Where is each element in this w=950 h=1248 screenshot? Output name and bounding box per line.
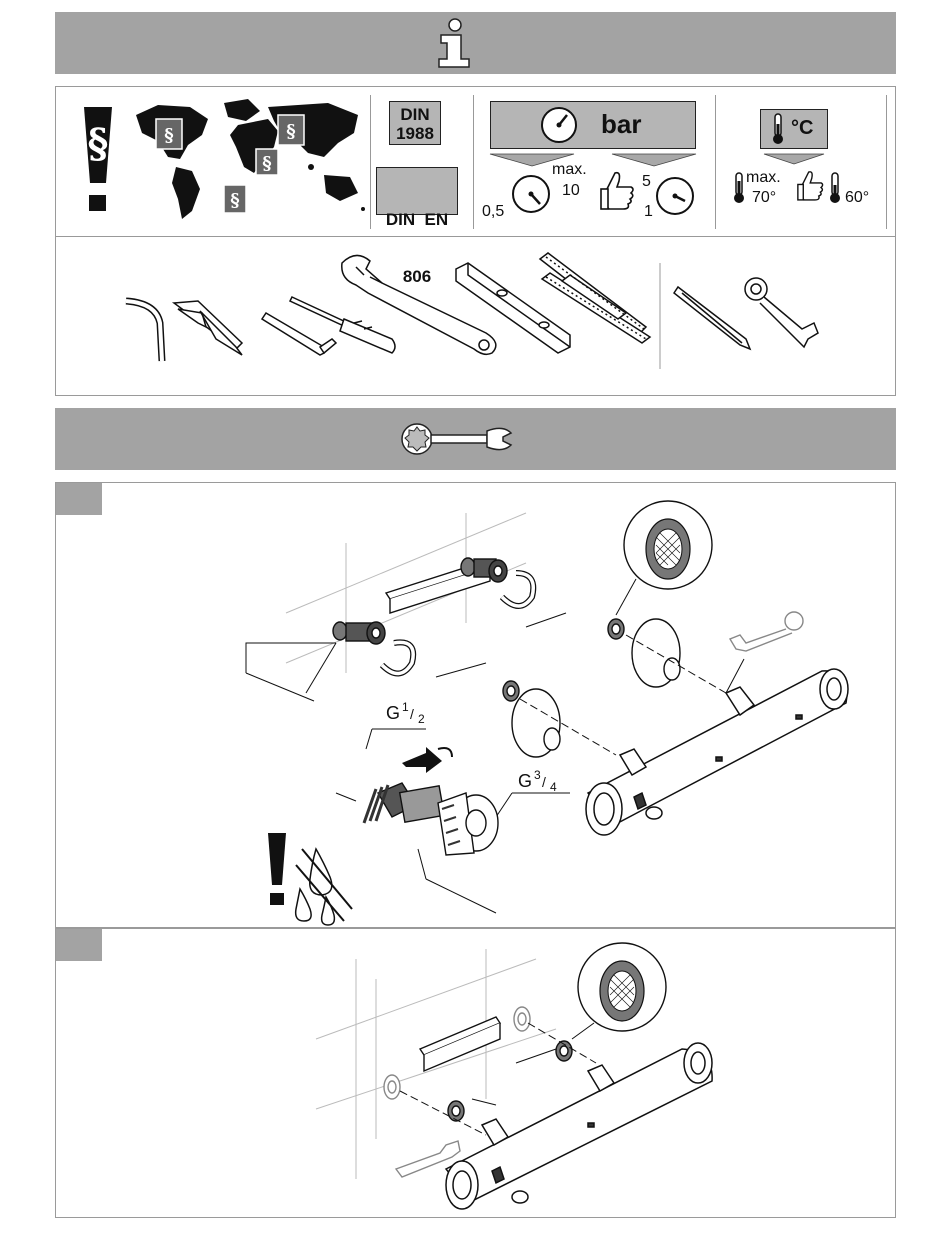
- din-1988-line1: DIN: [390, 105, 440, 124]
- din-en-806-badge: DIN EN 806: [376, 167, 458, 215]
- spirit-level-icon: [420, 1017, 500, 1071]
- pressure-min-value: 0,5: [482, 203, 504, 221]
- direction-arrow-icon: [402, 747, 442, 773]
- pressure-max-label: max.: [552, 161, 587, 179]
- pressure-header: bar: [490, 101, 696, 149]
- install-header-bar: [55, 408, 896, 470]
- thread-half-inch-label: G: [386, 703, 400, 723]
- thread-three-quarter-label: G: [518, 771, 532, 791]
- step1-panel: G 1 / 2 G 3 / 4: [55, 482, 896, 928]
- rec-gauge-icon: [654, 175, 696, 217]
- divider: [370, 95, 371, 229]
- step2-installation-diagram: [296, 939, 736, 1209]
- svg-text:§: §: [88, 120, 109, 167]
- info-header-bar: [55, 12, 896, 74]
- svg-text:1: 1: [402, 700, 409, 714]
- thermometer-max-icon: [732, 171, 746, 205]
- divider: [715, 95, 716, 229]
- pressure-unit: bar: [601, 109, 641, 140]
- pliers-icon: [174, 301, 242, 355]
- svg-text:§: §: [164, 125, 173, 146]
- filter-detail-icon: [616, 501, 712, 615]
- svg-text:/: /: [542, 774, 546, 790]
- pencil-icon: [674, 287, 750, 349]
- threaded-fitting-icon: [364, 783, 498, 855]
- temperature-max-label: max.: [746, 169, 781, 187]
- thermometer-icon: [771, 112, 785, 146]
- no-sealant-warning-icon: [268, 833, 352, 925]
- step2-panel: [55, 928, 896, 1218]
- svg-text:§: §: [262, 153, 271, 174]
- divider: [473, 95, 474, 229]
- gauge-icon: [539, 105, 579, 145]
- svg-text:§: §: [230, 190, 239, 211]
- wrench-icon: [399, 421, 519, 457]
- thermometer-rec-icon: [828, 171, 842, 205]
- filter-detail-icon: [572, 943, 666, 1039]
- thumbs-up-icon: [599, 169, 637, 213]
- temperature-unit: °C: [791, 117, 813, 140]
- step1-number-tab: [56, 483, 102, 515]
- hex-key-icon: [126, 301, 162, 361]
- temperature-arrow: [760, 154, 828, 166]
- world-map-books-icon: § § § §: [128, 97, 366, 227]
- section-divider: [56, 236, 895, 237]
- pressure-rec-high: 5: [642, 173, 651, 191]
- svg-text:/: /: [410, 706, 414, 722]
- svg-text:4: 4: [550, 780, 557, 794]
- temperature-rec-value: 60°: [845, 189, 869, 207]
- step1-installation-diagram: G 1 / 2 G 3 / 4: [206, 493, 846, 923]
- temperature-header: °C: [760, 109, 828, 149]
- pressure-arrows: [490, 154, 700, 168]
- pressure-rec-low: 1: [644, 203, 653, 221]
- tools-row: [66, 243, 886, 393]
- max-gauge-icon: [510, 173, 552, 215]
- open-end-wrench-icon: [726, 612, 803, 693]
- din-en-806-line1: DIN EN: [377, 210, 457, 229]
- svg-text:§: §: [286, 121, 295, 142]
- divider: [886, 95, 887, 229]
- info-icon: [433, 17, 477, 69]
- allen-key-icon: [262, 313, 336, 355]
- paragraph-warning-icon: §: [78, 107, 118, 217]
- pressure-max-value: 10: [562, 182, 580, 200]
- svg-text:2: 2: [418, 712, 425, 726]
- temperature-max-value: 70°: [752, 189, 776, 207]
- thumbs-up-icon: [796, 169, 826, 203]
- thermostat-mixer-icon: [586, 669, 848, 835]
- open-end-wrench-icon: [745, 278, 818, 347]
- din-1988-badge: DIN 1988: [389, 101, 441, 145]
- svg-text:3: 3: [534, 768, 541, 782]
- din-1988-line2: 1988: [390, 124, 440, 143]
- step2-number-tab: [56, 929, 102, 961]
- requirements-panel: § §§ §§ DIN 1988 DIN EN 8: [55, 86, 896, 396]
